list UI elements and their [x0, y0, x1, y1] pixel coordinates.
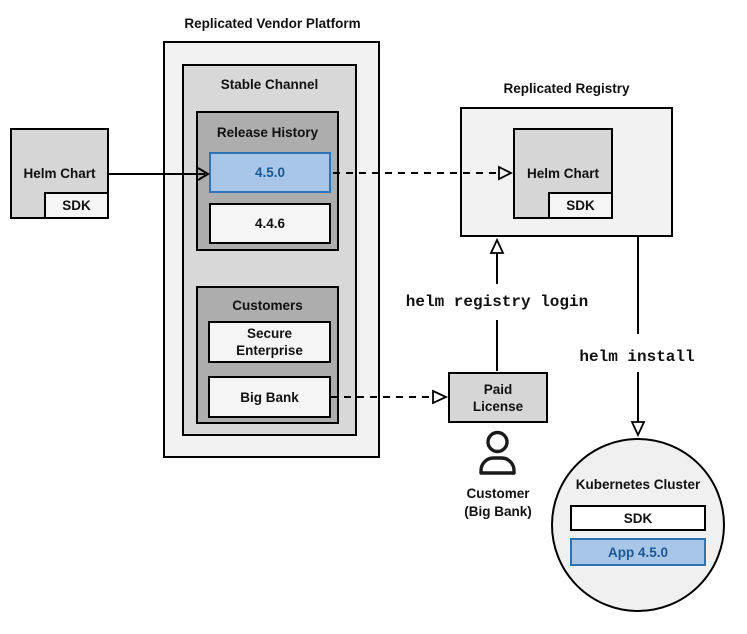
cmd-helm-install: helm install — [579, 348, 695, 366]
registry-sdk-box: SDK — [548, 192, 613, 219]
cluster-sdk-box: SDK — [570, 505, 706, 531]
customers-title: Customers — [232, 298, 303, 313]
cluster-app-box: App 4.5.0 — [570, 538, 706, 566]
registry-title: Replicated Registry — [503, 81, 630, 96]
registry-helm-chart-label: Helm Chart — [526, 166, 599, 181]
cluster-app-label: App 4.5.0 — [607, 544, 669, 560]
arrow-registry-to-cluster — [630, 237, 646, 438]
customer-name-label: Big Bank — [240, 389, 299, 405]
cmd-helm-registry-login: helm registry login — [405, 293, 589, 311]
customer-item-secure-enterprise: Secure Enterprise — [208, 321, 331, 363]
paid-license-label: Paid License — [472, 381, 524, 414]
release-version-label: 4.4.6 — [254, 216, 286, 231]
customer-name-label: Secure Enterprise — [236, 326, 303, 358]
vendor-sdk-label: SDK — [62, 198, 91, 213]
release-history-title: Release History — [216, 125, 319, 140]
person-icon — [479, 430, 516, 475]
cluster-sdk-label: SDK — [623, 510, 653, 526]
registry-sdk-label: SDK — [566, 198, 595, 213]
kubernetes-cluster-title: Kubernetes Cluster — [575, 477, 701, 492]
stable-channel-title: Stable Channel — [220, 77, 319, 92]
release-item-450: 4.5.0 — [209, 152, 331, 193]
release-version-label: 4.5.0 — [254, 165, 286, 180]
release-item-446: 4.4.6 — [209, 203, 331, 244]
vendor-helm-chart-label: Helm Chart — [23, 166, 96, 181]
vendor-sdk-box: SDK — [44, 192, 109, 219]
platform-title: Replicated Vendor Platform — [184, 16, 361, 31]
paid-license-box: Paid License — [448, 372, 548, 423]
customer-caption: Customer (Big Bank) — [464, 486, 532, 519]
customer-item-big-bank: Big Bank — [208, 376, 331, 418]
